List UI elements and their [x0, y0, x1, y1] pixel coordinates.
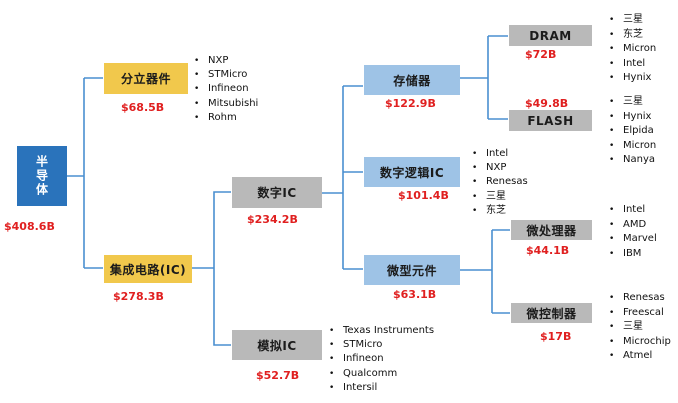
node-microprocessor-label: 微处理器: [526, 223, 577, 238]
company-item: 三星: [472, 190, 528, 204]
company-item: IBM: [609, 247, 657, 262]
company-item: NXP: [472, 161, 528, 175]
company-item: Freescal: [609, 306, 671, 321]
node-discrete-devices-label: 分立器件: [120, 72, 171, 86]
company-item: 东芝: [472, 204, 528, 218]
value-analog-ic: $52.7B: [256, 369, 300, 382]
connector-memory: [460, 35, 508, 120]
company-item: Rohm: [194, 111, 258, 125]
node-analog-ic-label: 模拟IC: [257, 338, 297, 353]
list-microprocessor-companies: Intel AMD Marvel IBM: [609, 203, 657, 261]
company-item: Renesas: [472, 175, 528, 189]
node-digital-logic-ic-label: 数字逻辑IC: [379, 165, 445, 180]
node-microprocessor: 微处理器: [511, 220, 592, 240]
value-integrated-circuit: $278.3B: [113, 290, 164, 303]
node-microcontroller-label: 微控制器: [526, 306, 577, 321]
node-semiconductor: 半导体: [17, 146, 67, 206]
company-item: STMicro: [329, 338, 434, 352]
company-item: Renesas: [609, 291, 671, 306]
company-item: Micron: [609, 139, 656, 154]
node-discrete-devices: 分立器件: [104, 63, 188, 94]
company-item: Elpida: [609, 124, 656, 139]
company-item: Microchip: [609, 335, 671, 350]
list-discrete-companies: NXP STMicro Infineon Mitsubishi Rohm: [194, 54, 258, 125]
connector-micro: [460, 229, 510, 314]
node-digital-logic-ic: 数字逻辑IC: [364, 157, 460, 187]
connector-digital: [322, 85, 363, 270]
company-item: NXP: [194, 54, 258, 68]
company-item: Intel: [472, 147, 528, 161]
node-memory: 存储器: [364, 65, 460, 95]
node-integrated-circuit-label: 集成电路(IC): [109, 262, 187, 277]
company-item: Atmel: [609, 349, 671, 364]
value-semiconductor: $408.6B: [4, 220, 55, 233]
company-item: Infineon: [194, 82, 258, 96]
node-micro-components-label: 微型元件: [386, 263, 437, 278]
value-microprocessor: $44.1B: [526, 244, 570, 257]
node-dram-label: DRAM: [529, 28, 572, 43]
company-item: 东芝: [609, 28, 656, 43]
connector-ic: [192, 191, 231, 346]
company-item: Intel: [609, 203, 657, 218]
node-digital-ic-label: 数字IC: [257, 186, 297, 200]
company-item: 三星: [609, 320, 671, 335]
connector-root: [67, 77, 103, 269]
company-item: STMicro: [194, 68, 258, 82]
node-flash-label: FLASH: [527, 113, 574, 128]
node-flash: FLASH: [509, 110, 592, 131]
node-analog-ic: 模拟IC: [232, 330, 322, 360]
list-dram-companies: 三星 东芝 Micron Intel Hynix: [609, 13, 656, 86]
value-flash: $49.8B: [525, 97, 569, 110]
company-item: Intel: [609, 57, 656, 72]
node-memory-label: 存储器: [393, 73, 431, 88]
node-integrated-circuit: 集成电路(IC): [104, 255, 192, 283]
company-item: 三星: [609, 13, 656, 28]
company-item: Mitsubishi: [194, 97, 258, 111]
node-digital-ic: 数字IC: [232, 177, 322, 208]
company-item: Qualcomm: [329, 367, 434, 381]
value-micro-components: $63.1B: [393, 288, 437, 301]
company-item: Texas Instruments: [329, 324, 434, 338]
value-dram: $72B: [525, 48, 557, 61]
list-flash-companies: 三星 Hynix Elpida Micron Nanya: [609, 95, 656, 168]
company-item: Intersil: [329, 381, 434, 395]
node-micro-components: 微型元件: [364, 255, 460, 285]
company-item: Hynix: [609, 110, 656, 125]
company-item: 三星: [609, 95, 656, 110]
value-memory: $122.9B: [385, 97, 436, 110]
company-item: Marvel: [609, 232, 657, 247]
list-analog-companies: Texas Instruments STMicro Infineon Qualc…: [329, 324, 434, 395]
company-item: Hynix: [609, 71, 656, 86]
value-microcontroller: $17B: [540, 330, 572, 343]
value-discrete-devices: $68.5B: [121, 101, 165, 114]
node-dram: DRAM: [509, 25, 592, 46]
company-item: Micron: [609, 42, 656, 57]
value-digital-logic-ic: $101.4B: [398, 189, 449, 202]
node-microcontroller: 微控制器: [511, 303, 592, 323]
value-digital-ic: $234.2B: [247, 213, 298, 226]
company-item: Infineon: [329, 352, 434, 366]
list-digital-logic-companies: Intel NXP Renesas 三星 东芝: [472, 147, 528, 218]
list-microcontroller-companies: Renesas Freescal 三星 Microchip Atmel: [609, 291, 671, 364]
company-item: Nanya: [609, 153, 656, 168]
node-semiconductor-label: 半导体: [34, 155, 49, 197]
company-item: AMD: [609, 218, 657, 233]
